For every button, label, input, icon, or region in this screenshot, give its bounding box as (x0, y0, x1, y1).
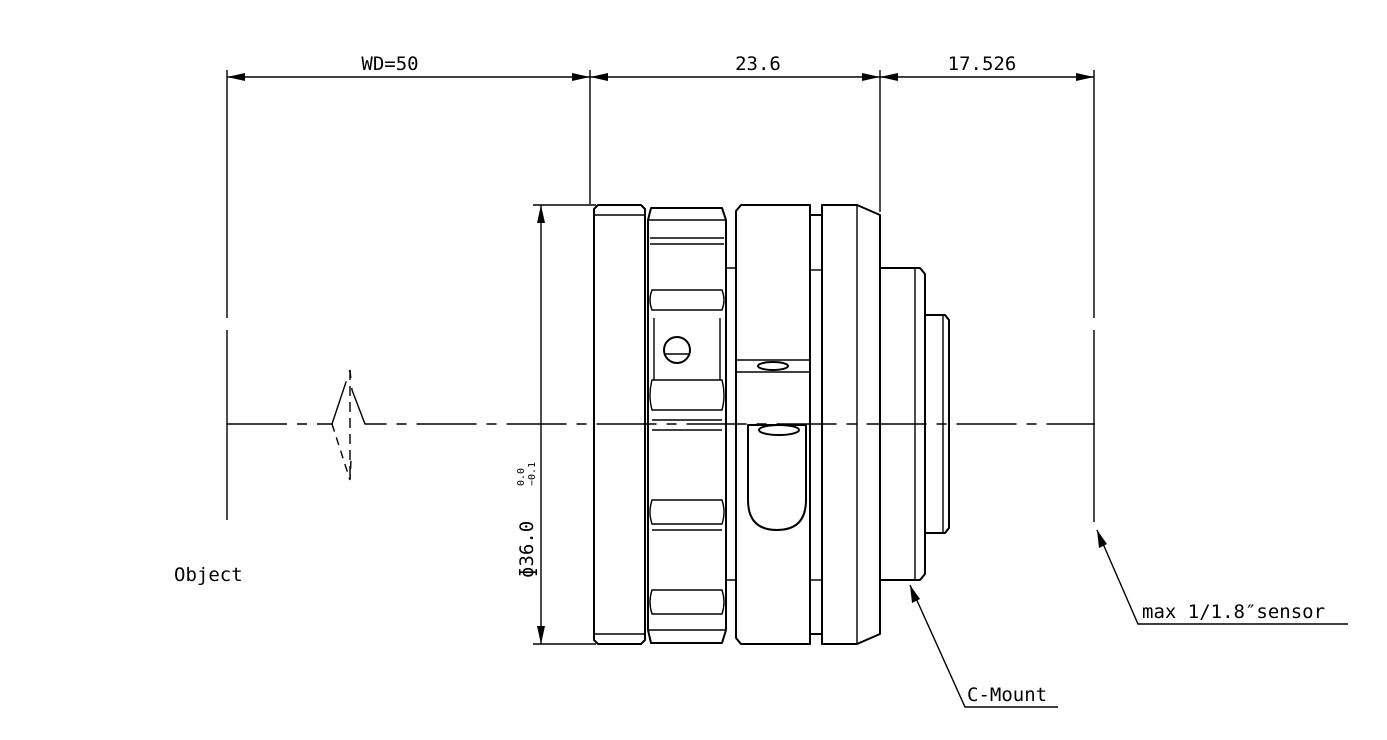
diameter-label: ɸ36.0 (516, 521, 538, 578)
object-label: Object (174, 564, 243, 586)
lens-body (593, 204, 950, 645)
aperture-lock-icon (758, 424, 800, 436)
tolerance-lower: −0.1 (527, 462, 538, 486)
aperture-window (747, 424, 807, 531)
arrow-len-right (862, 73, 880, 81)
aperture-ring (735, 204, 811, 645)
sensor-leader (1096, 529, 1348, 625)
rear-housing (821, 204, 881, 645)
working-distance-label: WD=50 (361, 53, 418, 75)
diameter-dimension (533, 204, 596, 645)
top-dimensions (227, 70, 1094, 212)
arrow-flange-left (880, 73, 898, 81)
sensor-label: max 1/1.8″sensor (1142, 601, 1325, 623)
set-screw-icon (663, 336, 691, 364)
optical-axis (227, 369, 1095, 481)
rear-protrusion (924, 314, 950, 534)
flange-distance-label: 17.526 (948, 53, 1017, 75)
lens-length-label: 23.6 (735, 53, 781, 75)
aperture-screw-icon (757, 361, 789, 371)
c-mount-thread (879, 267, 926, 581)
c-mount-label: C-Mount (967, 684, 1047, 706)
tolerance-upper: 0.0 (516, 468, 527, 486)
arrow-wd-right (572, 73, 590, 81)
mount-leader (909, 584, 1058, 708)
arrow-wd-left (227, 73, 245, 81)
focus-ring (647, 207, 727, 644)
arrow-len-left (590, 73, 608, 81)
front-ring (593, 204, 646, 645)
diameter-label-group: ɸ36.0 0.0 −0.1 (516, 462, 538, 578)
arrow-flange-right (1076, 73, 1094, 81)
